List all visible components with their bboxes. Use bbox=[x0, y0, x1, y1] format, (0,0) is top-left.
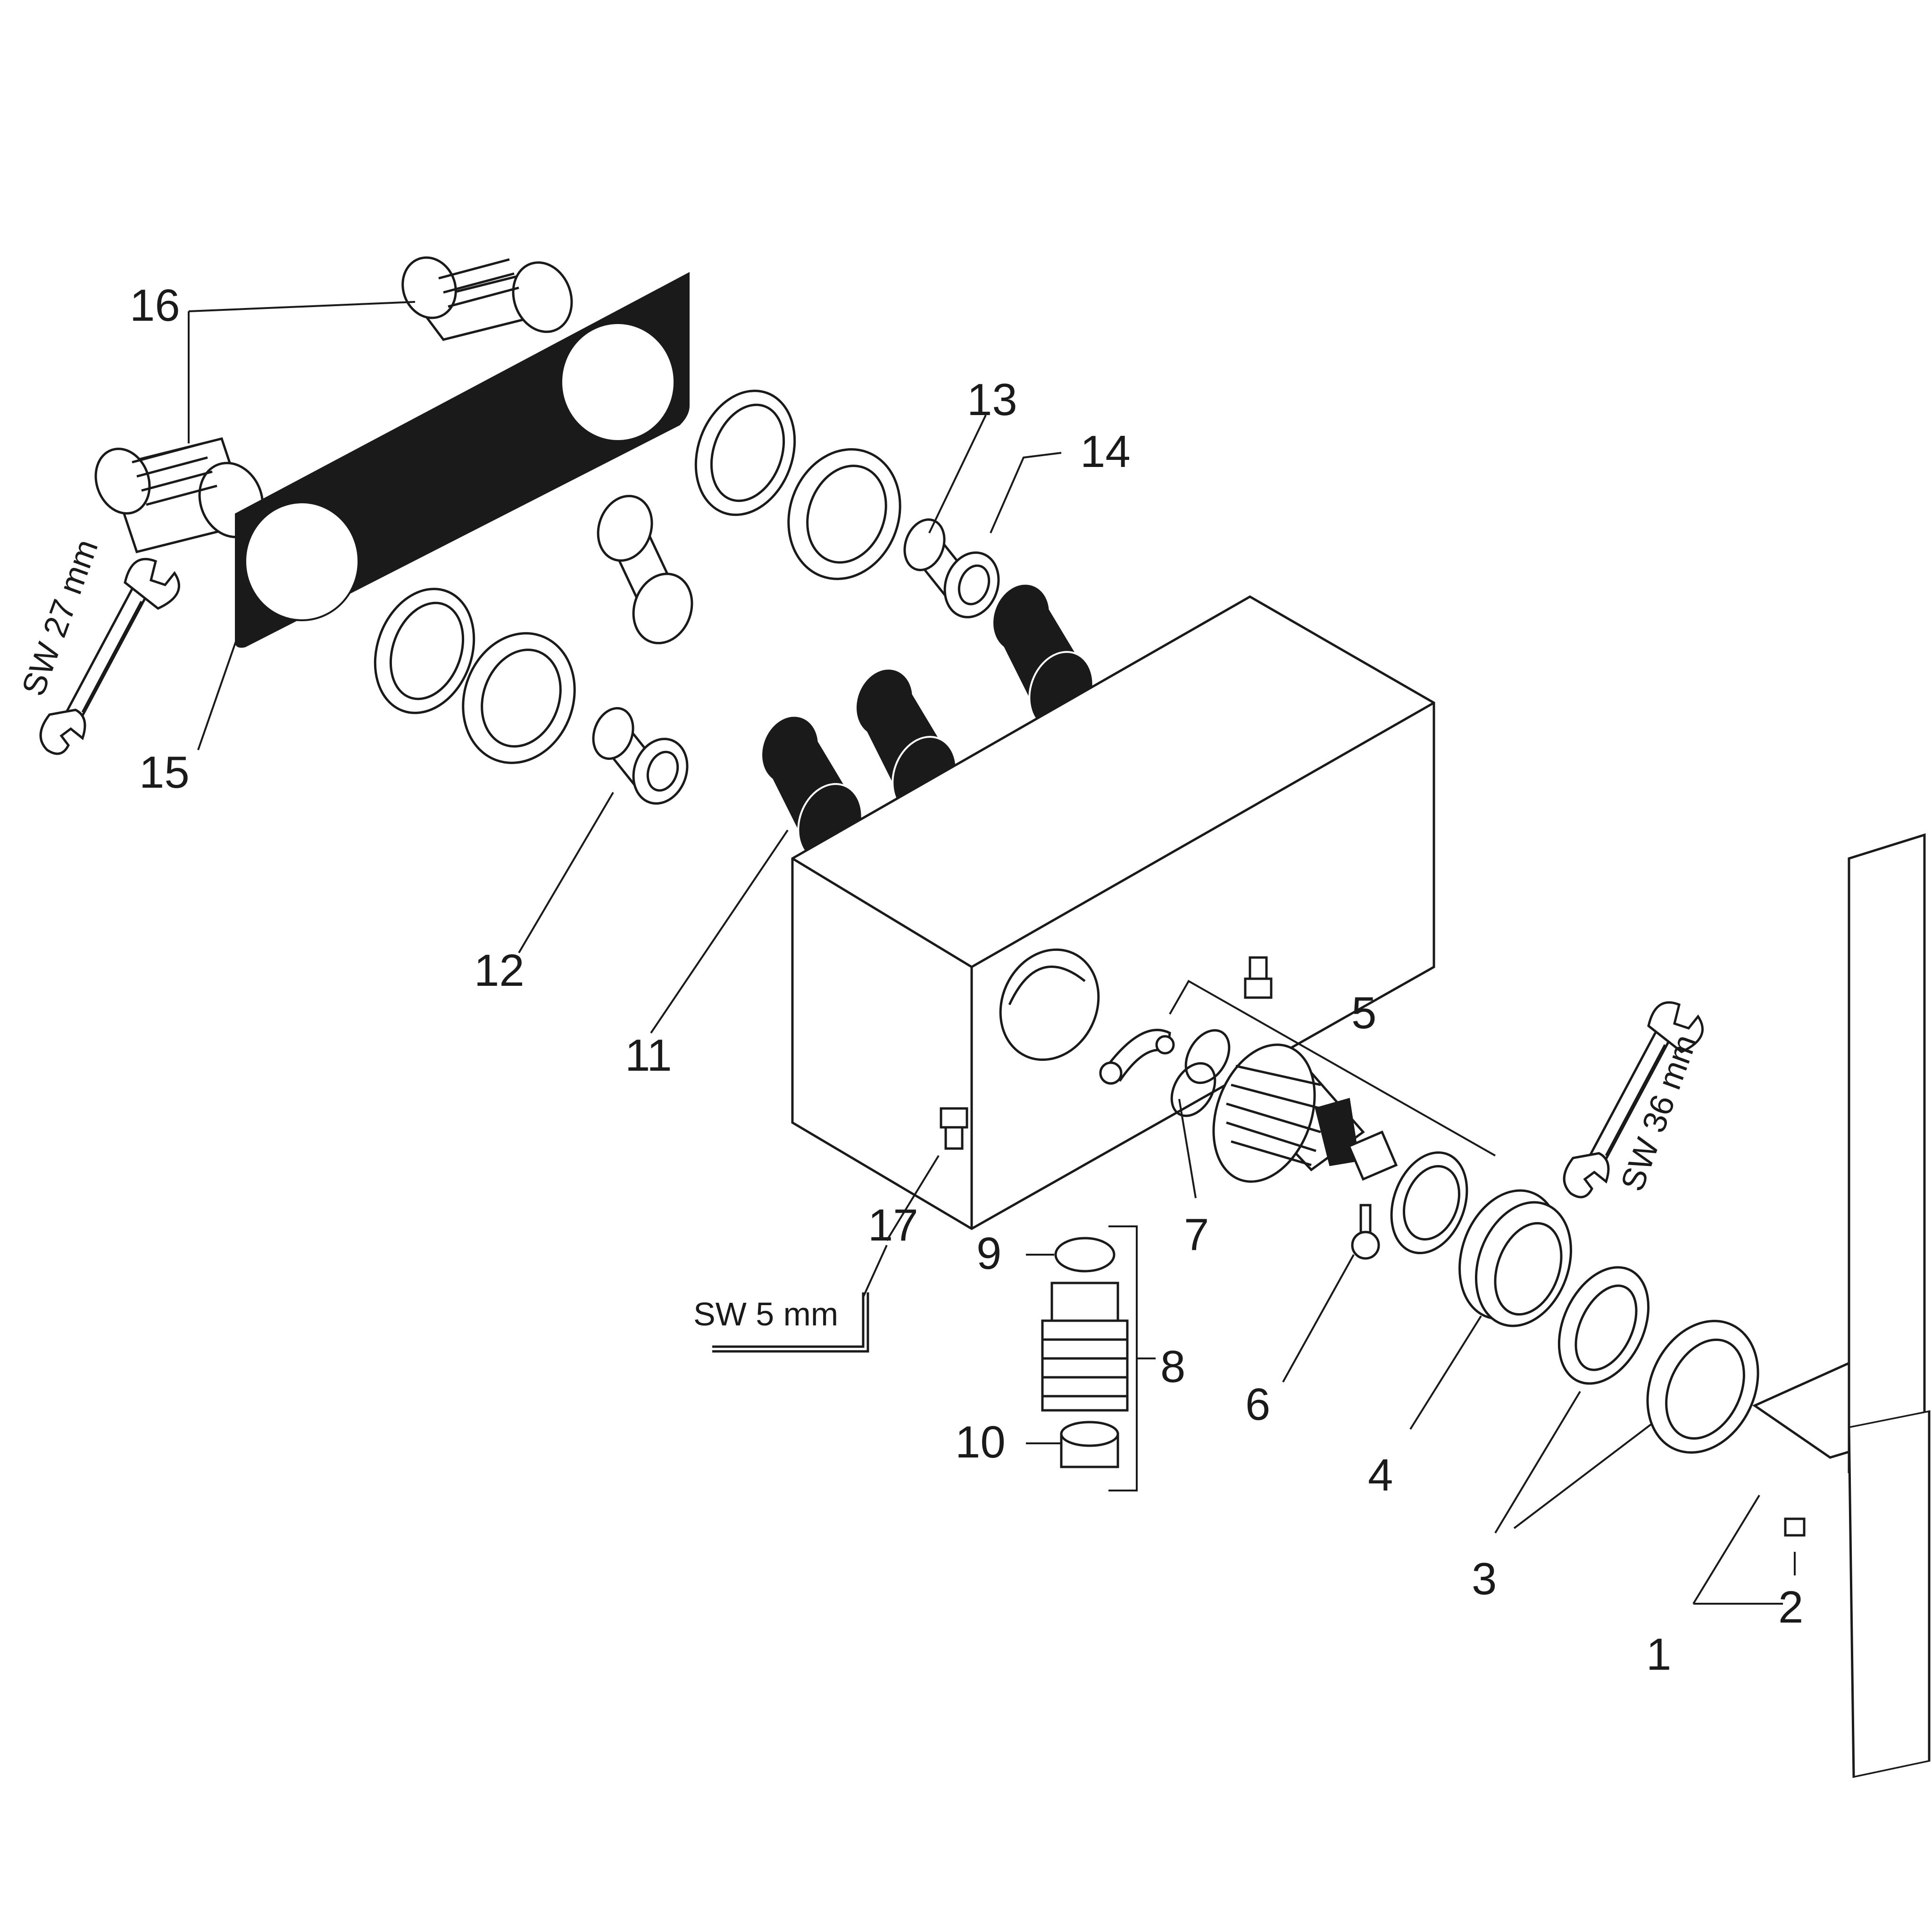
label-part-12: 12 bbox=[474, 945, 525, 996]
part-2-grub-screw bbox=[1784, 1517, 1806, 1537]
label-part-14: 14 bbox=[1080, 426, 1131, 477]
label-part-16: 16 bbox=[130, 280, 180, 331]
label-part-11: 11 bbox=[625, 1030, 672, 1081]
part-11-filter-b bbox=[857, 669, 958, 816]
part-6-screw bbox=[1351, 1204, 1380, 1260]
ring-seat-lower bbox=[374, 588, 576, 764]
part-15-back-plate bbox=[235, 272, 690, 648]
label-part-7: 7 bbox=[1184, 1209, 1209, 1260]
part-17-screw bbox=[940, 1107, 968, 1150]
valve-body bbox=[791, 595, 1435, 1230]
part-7-o-rings bbox=[1170, 1029, 1231, 1117]
label-part-13: 13 bbox=[967, 375, 1017, 425]
leader-lines bbox=[188, 301, 1796, 1605]
part-9-o-ring bbox=[1054, 1237, 1116, 1273]
part-1-handle bbox=[1752, 833, 1931, 1778]
label-part-2: 2 bbox=[1778, 1582, 1803, 1632]
label-part-3: 3 bbox=[1472, 1554, 1497, 1604]
ring-seat-upper bbox=[694, 390, 901, 580]
label-part-9: 9 bbox=[976, 1228, 1001, 1279]
label-part-17: 17 bbox=[868, 1200, 918, 1250]
part-8-bracket bbox=[1108, 1225, 1156, 1491]
label-part-4: 4 bbox=[1368, 1450, 1393, 1500]
label-part-10: 10 bbox=[955, 1417, 1006, 1467]
part-5-cartridge bbox=[1212, 1043, 1468, 1255]
label-part-15: 15 bbox=[139, 747, 190, 798]
part-12-check-valve bbox=[592, 707, 689, 805]
part-13-14-check-valve bbox=[903, 518, 1000, 618]
part-16-connector-upper bbox=[401, 256, 573, 341]
label-part-6: 6 bbox=[1245, 1379, 1270, 1430]
hex-key-5-icon bbox=[712, 1292, 869, 1353]
plug-upper bbox=[597, 495, 693, 644]
label-part-5: 5 bbox=[1351, 988, 1376, 1038]
part-3-cover-ring bbox=[1646, 1320, 1759, 1454]
part-8-valve-insert bbox=[1041, 1282, 1129, 1412]
wrench-36-icon bbox=[1563, 1001, 1704, 1199]
part-3-adapter-ring bbox=[1557, 1266, 1650, 1385]
wrench-27-icon bbox=[39, 558, 180, 755]
part-10-sleeve bbox=[1060, 1421, 1119, 1468]
body-screw-top bbox=[1244, 956, 1273, 999]
label-part-8: 8 bbox=[1160, 1341, 1185, 1392]
part-11-filter-c bbox=[993, 584, 1094, 731]
hex-key-5-label: SW 5 mm bbox=[693, 1296, 838, 1332]
part-4-nut bbox=[1458, 1189, 1573, 1327]
part-7-clip bbox=[1099, 1029, 1175, 1085]
label-part-1: 1 bbox=[1646, 1629, 1671, 1680]
